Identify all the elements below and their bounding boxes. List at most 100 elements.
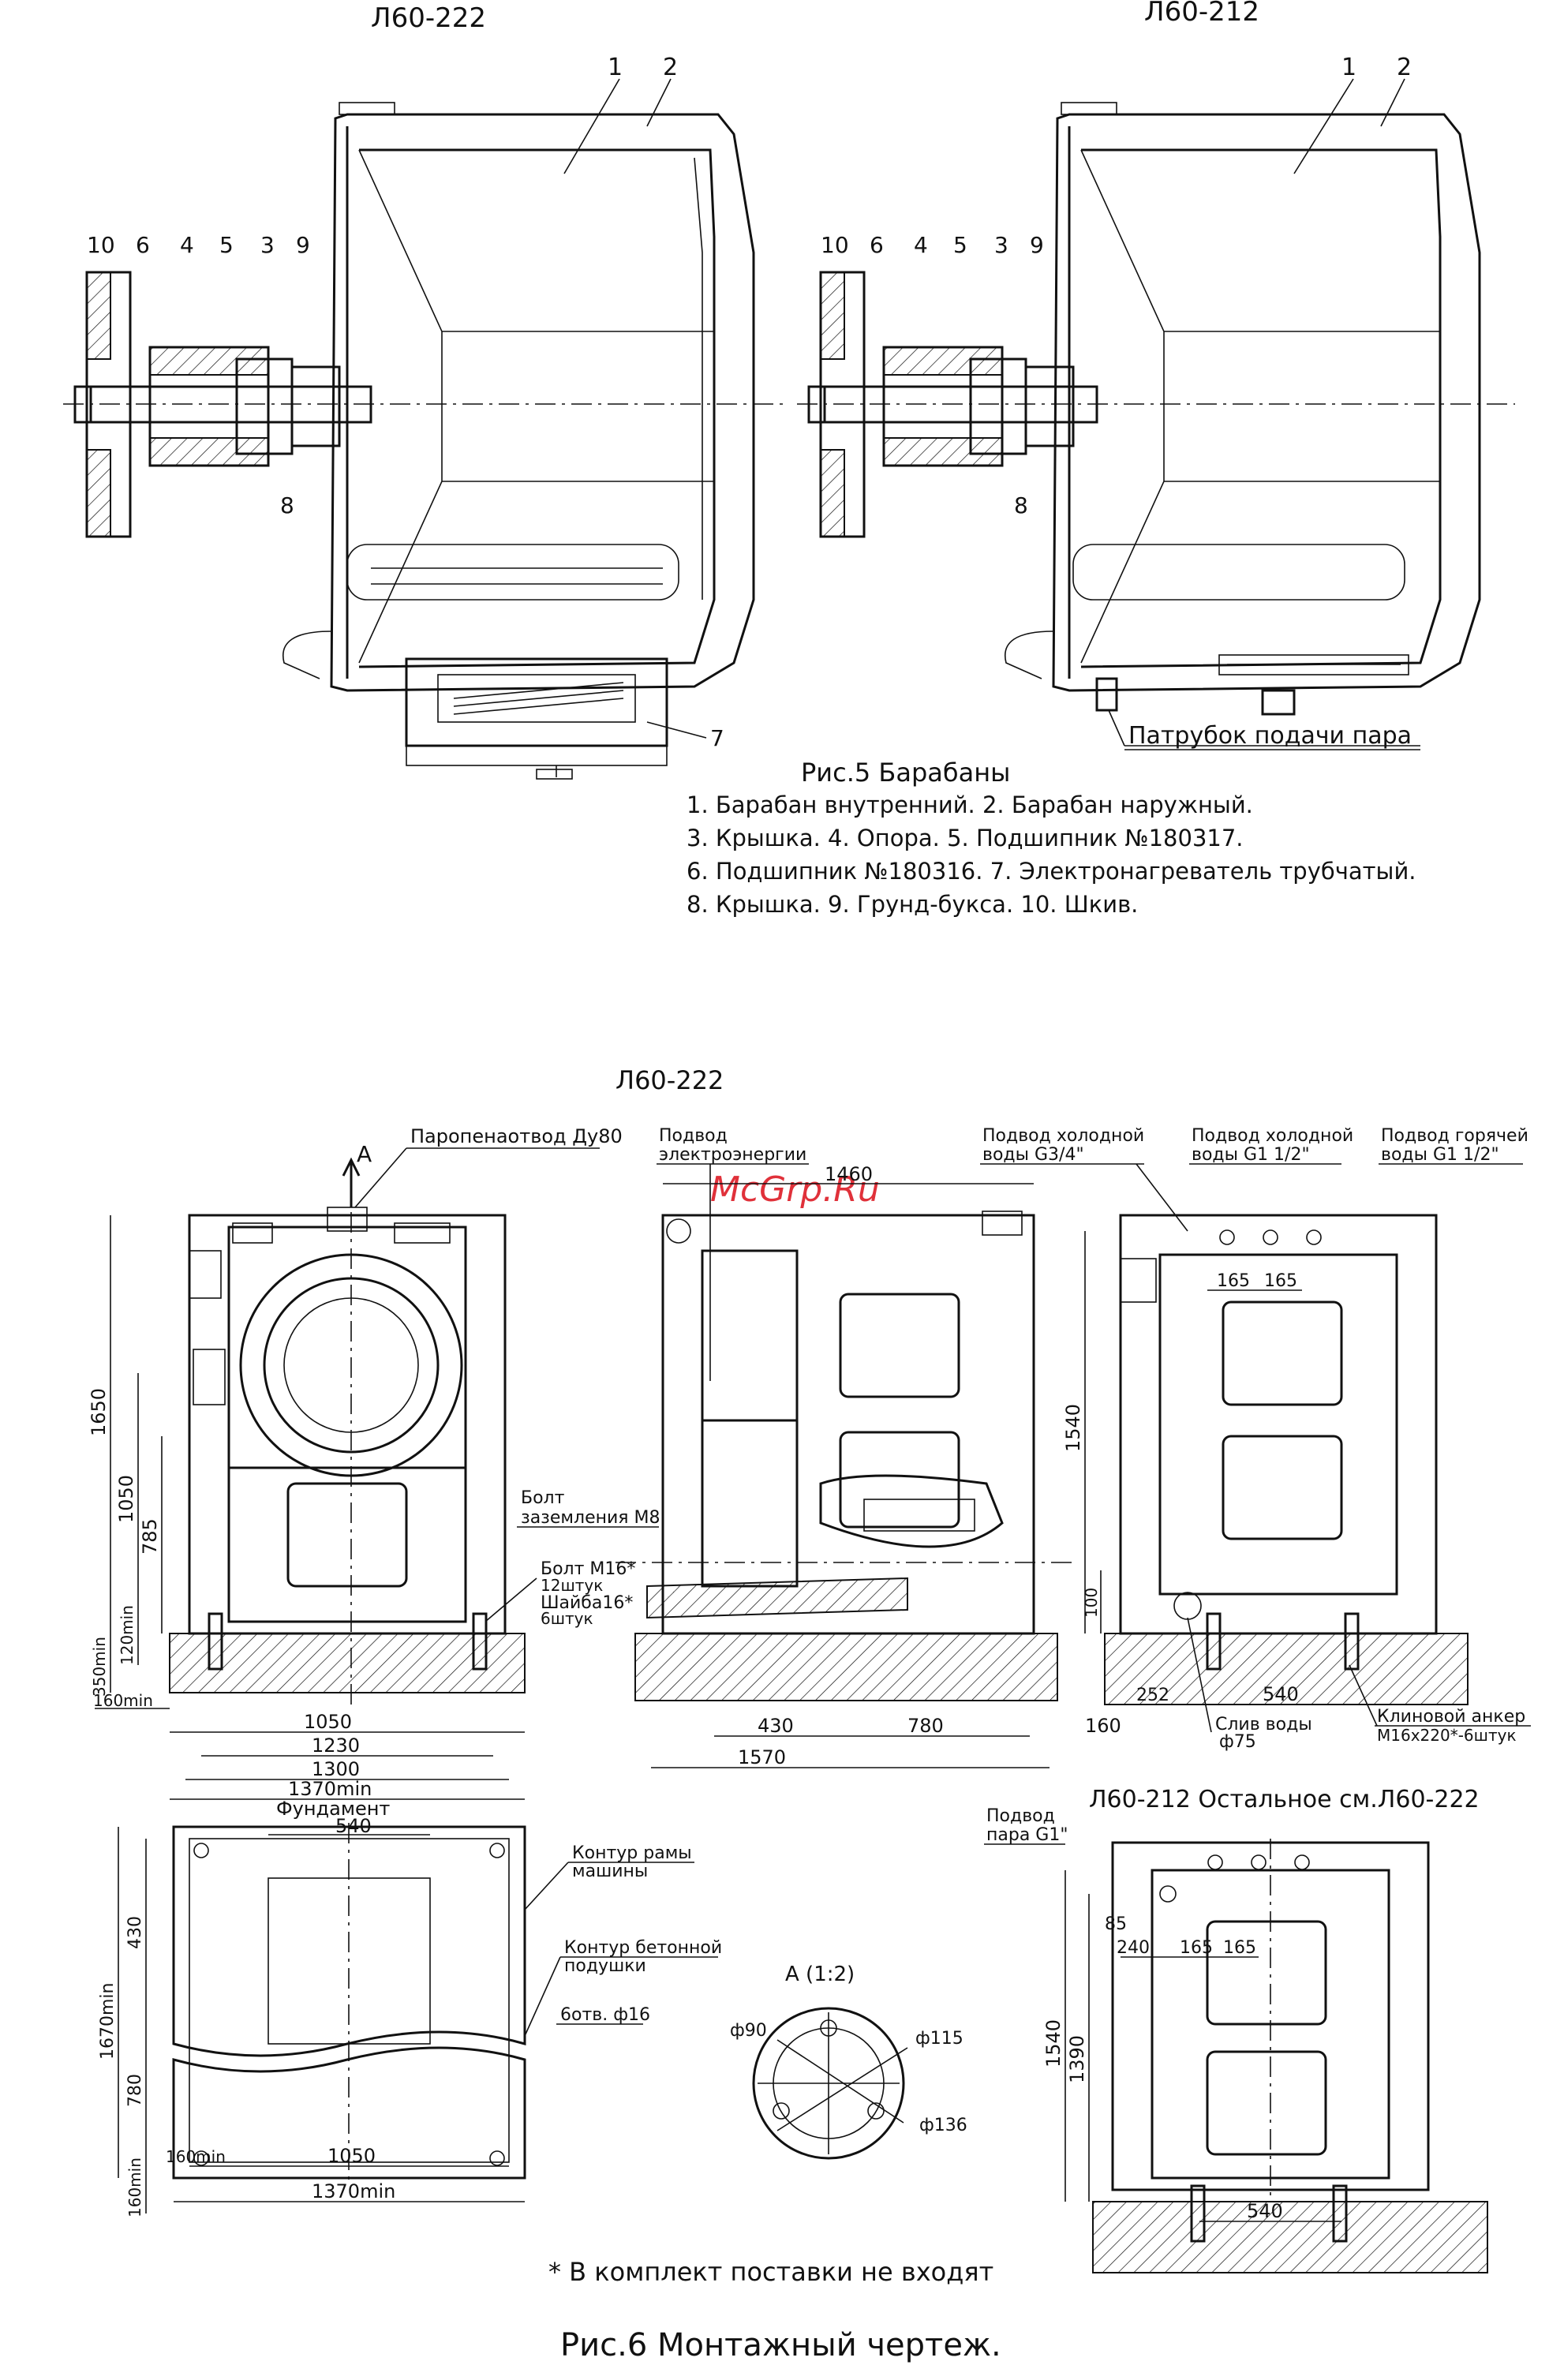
dim-785: 785 — [139, 1518, 161, 1555]
callout-10-left: 10 — [87, 232, 115, 258]
foundation-title: Фундамент — [276, 1798, 390, 1820]
fig5-legend-line-1: 1. Барабан внутренний. 2. Барабан наружн… — [687, 791, 1253, 818]
fig5-label-left: Л60-222 — [371, 2, 486, 34]
dim-1390: 1390 — [1066, 2035, 1088, 2083]
dim-1540-212: 1540 — [1042, 2019, 1064, 2068]
drain-l1: Слив воды — [1215, 1715, 1312, 1734]
fig6-model-label: Л60-222 — [615, 1065, 724, 1095]
callout-4-right: 4 — [914, 232, 928, 258]
power-supply-l1: Подвод — [659, 1126, 728, 1146]
callout-7: 7 — [710, 725, 724, 751]
fig5-caption-title: Рис.5 Барабаны — [801, 758, 1010, 788]
fig5-legend-line-3: 6. Подшипник №180316. 7. Электронагреват… — [687, 858, 1416, 885]
fig5-legend-line-2: 3. Крышка. 4. Опора. 5. Подшипник №18031… — [687, 825, 1244, 851]
bolt-l2: 12штук — [541, 1576, 603, 1595]
dim-160-side: 160 — [1085, 1715, 1121, 1737]
supply-note: * В комплект поставки не входят — [548, 2257, 993, 2287]
dim-1670min: 1670min — [98, 1983, 118, 2060]
dim-160min-found-h: 160min — [166, 2147, 226, 2166]
wedge-anchor-l2: М16х220*-6штук — [1377, 1726, 1517, 1745]
rear-view-212 — [1092, 1839, 1488, 2273]
dim-85: 85 — [1105, 1914, 1127, 1934]
front-dims — [95, 1215, 525, 1800]
dim-430-found: 430 — [125, 1916, 145, 1949]
front-view — [169, 1157, 526, 1705]
drum-assembly-left — [63, 102, 789, 780]
wedge-anchor-l1: Клиновой анкер — [1377, 1707, 1525, 1727]
dim-540-found: 540 — [335, 1815, 372, 1837]
dim-1370min-found: 1370min — [312, 2180, 395, 2202]
dim-252: 252 — [1136, 1686, 1169, 1705]
dim-165b-rear: 165 — [1264, 1271, 1297, 1291]
dim-d90: ф90 — [730, 2021, 767, 2041]
callout-9-right: 9 — [1030, 232, 1044, 258]
dim-1300: 1300 — [312, 1758, 360, 1780]
ground-bolt-l2: заземления М8 — [521, 1508, 660, 1528]
dim-1370min: 1370min — [288, 1778, 372, 1800]
callout-1-right: 1 — [1341, 54, 1356, 81]
dim-165a-rear: 165 — [1217, 1271, 1250, 1291]
dim-1570: 1570 — [738, 1746, 786, 1768]
steam-supply-l1: Подвод — [986, 1806, 1055, 1826]
callout-1-left: 1 — [608, 54, 623, 81]
watermark: McGrp.Ru — [710, 1169, 880, 1210]
cold-water-2-l2: воды G1 1/2" — [1192, 1145, 1310, 1165]
steam-drain-label: Паропенаотвод Ду80 — [410, 1125, 623, 1147]
callout-8-left: 8 — [280, 492, 294, 518]
frame-contour-l2: машины — [572, 1862, 648, 1881]
steam-pipe-label: Патрубок подачи пара — [1128, 722, 1412, 750]
dim-100: 100 — [1082, 1588, 1101, 1618]
dim-160min-found-v: 160min — [125, 2157, 144, 2217]
dim-430: 430 — [758, 1715, 794, 1737]
dim-1050-found: 1050 — [327, 2145, 376, 2167]
view-A-marker: А — [357, 1141, 372, 1167]
washer-l1: Шайба16* — [541, 1593, 633, 1613]
detail-A-title: А (1:2) — [785, 1963, 855, 1986]
callout-9-left: 9 — [296, 232, 310, 258]
fig5-callouts: 1 2 10 6 4 5 3 9 8 7 1 2 10 6 4 5 3 9 8 — [87, 54, 1412, 751]
fig5-label-right: Л60-212 — [1144, 0, 1259, 28]
callout-5-left: 5 — [219, 232, 234, 258]
drum-assembly-right — [797, 102, 1515, 747]
callout-5-right: 5 — [953, 232, 967, 258]
dim-1650: 1650 — [88, 1388, 110, 1436]
dims-212 — [1064, 1870, 1341, 2222]
power-supply-l2: электроэнергии — [659, 1145, 806, 1165]
hot-water-l1: Подвод горячей — [1381, 1126, 1528, 1146]
dim-240: 240 — [1117, 1938, 1150, 1958]
other-models-note: Л60-212 Остальное см.Л60-222 — [1089, 1786, 1480, 1813]
steam-supply-l2: пара G1" — [986, 1825, 1068, 1845]
rear-dims — [1084, 1231, 1357, 1705]
dim-780-found: 780 — [125, 2074, 145, 2107]
dim-1050-h: 1050 — [115, 1475, 137, 1523]
cold-water-1-l1: Подвод холодной — [982, 1126, 1144, 1146]
fig6-caption: Рис.6 Монтажный чертеж. — [560, 2327, 1001, 2363]
dim-1230: 1230 — [312, 1734, 360, 1757]
callout-3-right: 3 — [994, 232, 1008, 258]
drain-l2: ф75 — [1219, 1732, 1256, 1752]
dim-120min: 120min — [118, 1605, 137, 1665]
dim-1050-w: 1050 — [304, 1711, 352, 1733]
dim-d136: ф136 — [919, 2116, 967, 2135]
dim-1460: 1460 — [825, 1163, 873, 1185]
callout-8-right: 8 — [1014, 492, 1028, 518]
foundation-dims — [118, 1827, 525, 2213]
callout-3-left: 3 — [260, 232, 275, 258]
washer-l2: 6штук — [541, 1609, 593, 1628]
dim-540-rear: 540 — [1263, 1683, 1299, 1705]
callout-6-left: 6 — [136, 232, 150, 258]
frame-contour-l1: Контур рамы — [572, 1843, 692, 1863]
holes-label: 6отв. ф16 — [560, 2005, 650, 2025]
side-view — [615, 1211, 1073, 1701]
hot-water-l2: воды G1 1/2" — [1381, 1145, 1499, 1165]
foundation-plan — [172, 1823, 526, 2186]
callout-2-left: 2 — [663, 54, 678, 81]
callout-2-right: 2 — [1397, 54, 1412, 81]
concrete-contour-l1: Контур бетонной — [564, 1938, 722, 1958]
dim-350min: 350min — [90, 1637, 109, 1697]
ground-bolt-l1: Болт — [521, 1488, 565, 1508]
dim-540-212: 540 — [1247, 2200, 1283, 2222]
dim-165a-212: 165 — [1180, 1938, 1213, 1958]
dim-780: 780 — [907, 1715, 944, 1737]
